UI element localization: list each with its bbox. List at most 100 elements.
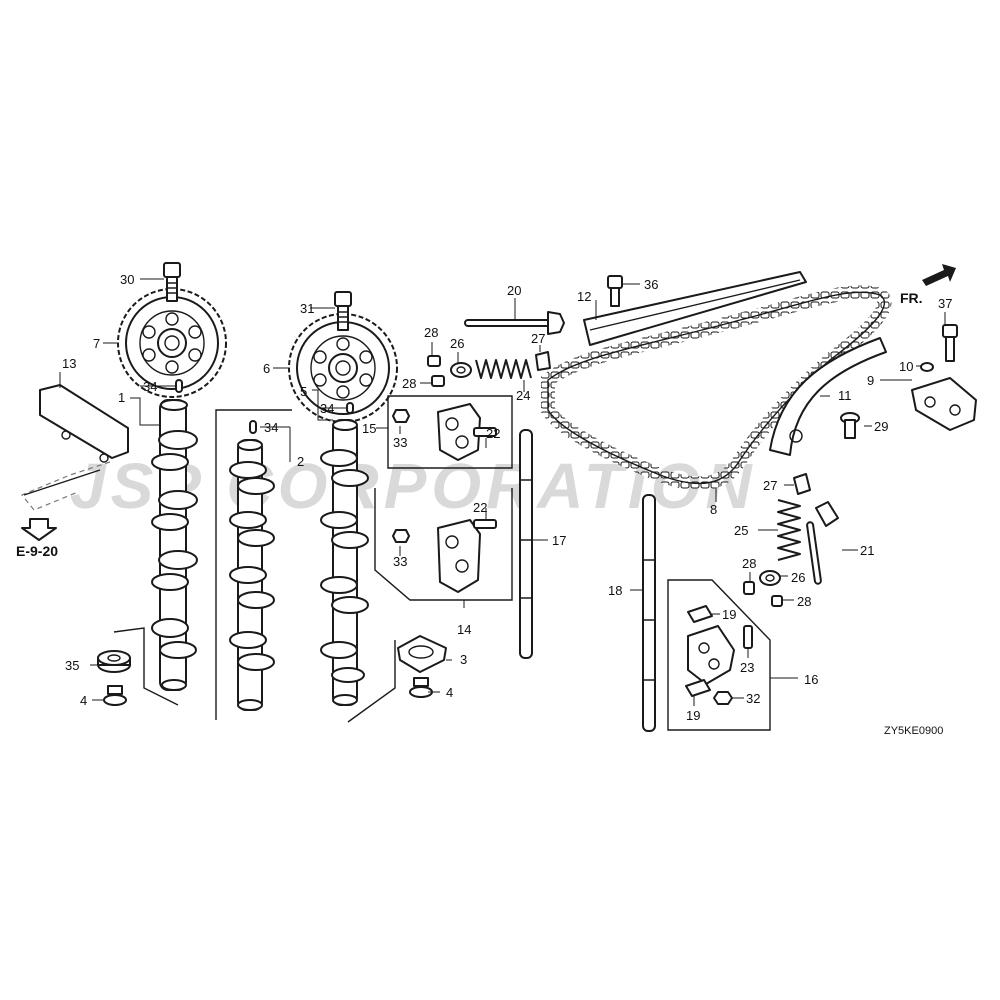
callout-22a: 22 [486,426,500,441]
ref-arrow [21,518,57,541]
box-14 [374,488,513,601]
valve-keeper-28c [743,581,755,595]
bracket-2 [215,409,292,720]
callout-34a: 34 [143,379,157,394]
callout-28c: 28 [742,556,756,571]
bolt-29 [840,412,860,439]
callout-2: 2 [297,454,304,469]
retainer-26b [759,570,781,586]
pin-34c [346,402,354,414]
callout-24: 24 [516,388,530,403]
callout-37: 37 [938,296,952,311]
callout-25: 25 [734,523,748,538]
spring-24 [475,359,532,379]
callout-31: 31 [300,301,314,316]
cam-sprocket-7 [117,288,227,398]
callout-34b: 34 [264,420,278,435]
callout-18: 18 [608,583,622,598]
spring-25 [777,499,801,561]
callout-4b: 4 [446,685,453,700]
oil-seal-35 [97,650,131,673]
valve-keeper-28b [431,375,445,387]
pin-34b [249,420,257,434]
callout-34c: 34 [320,401,334,416]
callout-36: 36 [644,277,658,292]
nut-32 [713,691,733,705]
callout-8: 8 [710,502,717,517]
callout-11: 11 [838,388,852,403]
callouts: 30 7 13 1 34 35 4 31 6 5 34 34 2 3 4 15 … [62,272,952,723]
callout-16: 16 [804,672,818,687]
callout-20: 20 [507,283,521,298]
diagram-code: ZY5KE0900 [884,725,943,737]
callout-14: 14 [457,622,471,637]
valve-21 [806,501,839,585]
direction-label: FR. [900,290,923,306]
callout-6: 6 [263,361,270,376]
callout-28d: 28 [797,594,811,609]
rocker-shaft-18 [642,494,656,732]
callout-28b: 28 [402,376,416,391]
callout-17: 17 [552,533,566,548]
callout-19a: 19 [722,607,736,622]
screw-22b [473,519,497,529]
callout-1: 1 [118,390,125,405]
callout-23: 23 [740,660,754,675]
rocker-arm-16 [687,625,735,685]
screw-23 [743,625,753,649]
oil-seal-cap-3 [397,635,447,673]
bolt-37 [942,324,958,362]
arrow-down-outline-icon [21,518,57,541]
callout-30: 30 [120,272,134,287]
camshaft-5 [320,419,369,706]
pin-34a [175,379,183,393]
clip-19a [687,605,713,623]
washer-10 [920,362,934,372]
callout-29: 29 [874,419,888,434]
reference-label: E-9-20 [16,543,58,559]
box-16 [667,579,771,731]
callout-27a: 27 [531,331,545,346]
rocker-arm-upper [437,403,481,461]
camshaft-1 [151,399,198,691]
callout-21: 21 [860,543,874,558]
callout-3: 3 [460,652,467,667]
callout-33a: 33 [393,435,407,450]
callout-19b: 19 [686,708,700,723]
front-direction-arrow-icon [922,264,956,286]
valve-keeper-28d [771,595,783,607]
bolt-4b [409,677,433,698]
retainer-26a [450,362,472,378]
callout-26a: 26 [450,336,464,351]
clip-19b [685,679,711,697]
timing-chain-8 [541,285,892,491]
callout-15: 15 [362,421,376,436]
callout-12: 12 [577,289,591,304]
callout-22b: 22 [473,500,487,515]
box-15 [387,395,513,469]
cam-sprocket-6 [288,313,398,423]
callout-28a: 28 [424,325,438,340]
seal-27b [793,473,811,495]
callout-9: 9 [867,373,874,388]
valve-keeper-28a [427,355,441,367]
nut-33a [392,409,410,423]
callout-4a: 4 [80,693,87,708]
chain-guide-12 [583,271,807,346]
screw-22a [473,427,497,437]
callout-35: 35 [65,658,79,673]
bolt-31 [334,291,352,331]
bolt-4a [103,685,127,706]
bolt-36 [607,275,623,307]
tensioner-arm-11 [769,337,887,456]
camshaft-2 [229,439,275,711]
callout-10: 10 [899,359,913,374]
callout-32: 32 [746,691,760,706]
callout-33b: 33 [393,554,407,569]
nut-33b [392,529,410,543]
callout-13: 13 [62,356,76,371]
rocker-arm-lower [437,519,481,593]
valve-20 [464,311,565,335]
seal-27a [535,351,551,371]
